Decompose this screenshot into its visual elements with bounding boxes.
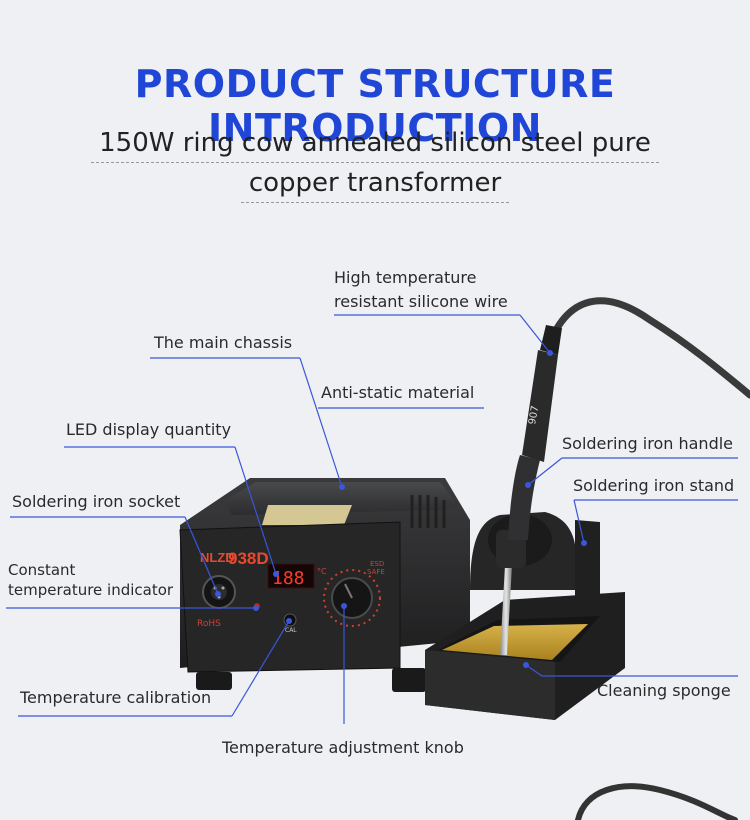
label-iron-socket: Soldering iron socket: [12, 492, 181, 511]
leader-calibration-d: [231, 620, 290, 717]
leader-stand-d: [573, 499, 585, 544]
label-silicone-wire: High temperature resistant silicone wire: [334, 268, 508, 311]
leader-led-d: [234, 446, 277, 575]
soldering-iron-stand: [425, 512, 625, 720]
svg-text:SAFE: SAFE: [367, 568, 385, 576]
label-constant-temp: Constant temperature indicator: [8, 561, 174, 599]
silicone-wire: [544, 297, 750, 399]
leader-handle-d: [527, 457, 563, 486]
label-temp-knob: Temperature adjustment knob: [222, 738, 464, 757]
svg-text:ESD: ESD: [370, 560, 384, 568]
svg-text:CAL: CAL: [285, 627, 297, 634]
main-chassis: NLZD 938D 188 °C ESD SAFE RoHS CAL: [179, 478, 470, 692]
leader-dots: [215, 350, 587, 668]
label-led-display: LED display quantity: [66, 420, 232, 439]
lower-cable: [575, 783, 738, 820]
label-iron-stand: Soldering iron stand: [573, 476, 735, 495]
svg-text:938D: 938D: [228, 549, 269, 568]
label-main-chassis: The main chassis: [154, 333, 293, 352]
svg-text:°C: °C: [317, 567, 327, 576]
svg-text:907: 907: [527, 405, 541, 426]
leader-lines: [6, 314, 738, 724]
label-cleaning-sponge: Cleaning sponge: [597, 681, 731, 700]
label-anti-static: Anti-static material: [321, 383, 475, 402]
cleaning-sponge: [442, 624, 588, 660]
subtitle-line-1: 150W ring cow annealed silicon steel pur…: [0, 128, 750, 163]
page-title: PRODUCT STRUCTURE INTRODUCTION: [134, 62, 616, 150]
leader-sponge-d: [525, 664, 543, 677]
leader-socket-d: [184, 516, 219, 595]
label-temp-calibration: Temperature calibration: [20, 688, 212, 707]
svg-text:NLZD: NLZD: [200, 550, 235, 565]
leader-chassis-d: [299, 357, 343, 488]
subtitle-line-2: copper transformer: [0, 168, 750, 203]
svg-text:188: 188: [272, 568, 305, 589]
svg-text:RoHS: RoHS: [197, 619, 221, 629]
label-iron-handle: Soldering iron handle: [562, 434, 734, 453]
soldering-iron: 907: [496, 325, 562, 655]
leader-silicone-wire-d: [519, 314, 551, 354]
